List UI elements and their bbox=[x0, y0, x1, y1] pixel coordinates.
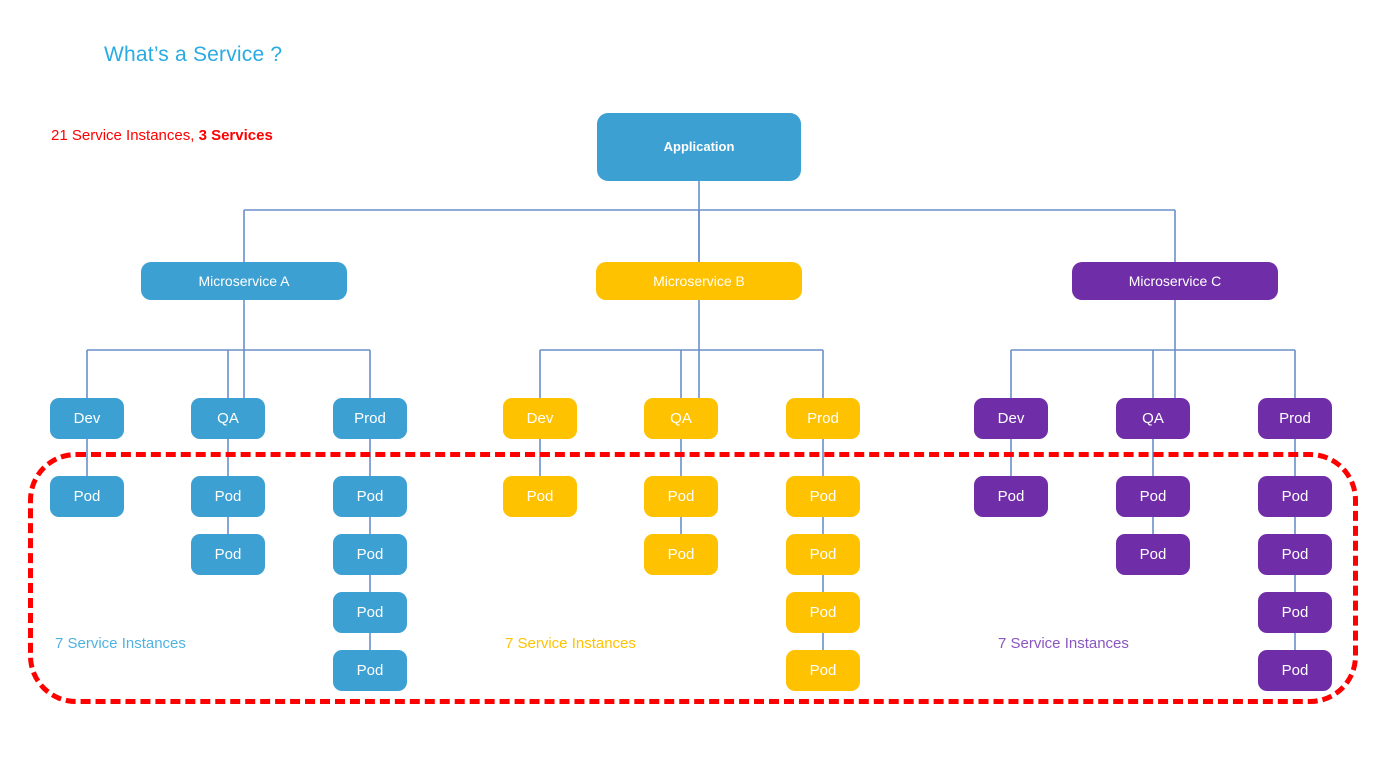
env-node-a-qa-label: QA bbox=[217, 409, 239, 427]
microservice-node-a[interactable]: Microservice A bbox=[141, 262, 347, 300]
pod-node-c-prod-3[interactable]: Pod bbox=[1258, 592, 1332, 633]
pod-node-b-prod-1-label: Pod bbox=[809, 487, 837, 505]
pod-node-c-qa-2[interactable]: Pod bbox=[1116, 534, 1190, 575]
page-title: What’s a Service ? bbox=[104, 43, 283, 66]
pod-node-c-prod-1-label: Pod bbox=[1281, 487, 1309, 505]
env-node-c-dev[interactable]: Dev bbox=[974, 398, 1048, 439]
pod-node-c-dev-1-label: Pod bbox=[997, 487, 1025, 505]
pod-node-b-prod-2-label: Pod bbox=[809, 545, 837, 563]
service-boundary-outline bbox=[28, 452, 1358, 704]
pod-node-a-qa-2[interactable]: Pod bbox=[191, 534, 265, 575]
pod-node-a-dev-1-label: Pod bbox=[73, 487, 101, 505]
pod-node-b-qa-2-label: Pod bbox=[667, 545, 695, 563]
pod-node-a-qa-1-label: Pod bbox=[214, 487, 242, 505]
env-node-b-dev[interactable]: Dev bbox=[503, 398, 577, 439]
pod-node-a-prod-1[interactable]: Pod bbox=[333, 476, 407, 517]
env-node-b-dev-label: Dev bbox=[526, 409, 554, 427]
summary-prefix: 21 Service Instances, bbox=[51, 127, 199, 144]
pod-node-a-prod-2[interactable]: Pod bbox=[333, 534, 407, 575]
microservice-node-b[interactable]: Microservice B bbox=[596, 262, 802, 300]
pod-node-a-qa-2-label: Pod bbox=[214, 545, 242, 563]
env-node-c-prod[interactable]: Prod bbox=[1258, 398, 1332, 439]
pod-node-c-prod-4-label: Pod bbox=[1281, 661, 1309, 679]
pod-node-b-qa-1[interactable]: Pod bbox=[644, 476, 718, 517]
pod-node-b-prod-4[interactable]: Pod bbox=[786, 650, 860, 691]
pod-node-b-qa-1-label: Pod bbox=[667, 487, 695, 505]
env-node-c-qa-label: QA bbox=[1142, 409, 1164, 427]
env-node-a-prod[interactable]: Prod bbox=[333, 398, 407, 439]
pod-node-a-qa-1[interactable]: Pod bbox=[191, 476, 265, 517]
env-node-c-dev-label: Dev bbox=[997, 409, 1025, 427]
pod-node-a-prod-3-label: Pod bbox=[356, 603, 384, 621]
pod-node-b-dev-1-label: Pod bbox=[526, 487, 554, 505]
microservice-node-b-label: Microservice B bbox=[653, 272, 745, 289]
pod-node-a-prod-2-label: Pod bbox=[356, 545, 384, 563]
pod-node-a-prod-1-label: Pod bbox=[356, 487, 384, 505]
application-node[interactable]: Application bbox=[597, 113, 801, 181]
instances-label-a: 7 Service Instances bbox=[55, 635, 186, 652]
pod-node-b-prod-4-label: Pod bbox=[809, 661, 837, 679]
pod-node-b-prod-3-label: Pod bbox=[809, 603, 837, 621]
pod-node-b-prod-3[interactable]: Pod bbox=[786, 592, 860, 633]
pod-node-b-prod-1[interactable]: Pod bbox=[786, 476, 860, 517]
pod-node-a-prod-3[interactable]: Pod bbox=[333, 592, 407, 633]
pod-node-c-qa-1-label: Pod bbox=[1139, 487, 1167, 505]
pod-node-c-qa-2-label: Pod bbox=[1139, 545, 1167, 563]
env-node-b-qa-label: QA bbox=[670, 409, 692, 427]
env-node-a-prod-label: Prod bbox=[354, 409, 386, 427]
env-node-b-prod-label: Prod bbox=[807, 409, 839, 427]
application-node-label: Application bbox=[663, 139, 735, 155]
microservice-node-c[interactable]: Microservice C bbox=[1072, 262, 1278, 300]
env-node-a-dev-label: Dev bbox=[73, 409, 101, 427]
microservice-node-a-label: Microservice A bbox=[198, 272, 290, 289]
pod-node-c-dev-1[interactable]: Pod bbox=[974, 476, 1048, 517]
summary-emphasis: 3 Services bbox=[198, 127, 273, 144]
env-node-b-qa[interactable]: QA bbox=[644, 398, 718, 439]
pod-node-c-qa-1[interactable]: Pod bbox=[1116, 476, 1190, 517]
env-node-a-dev[interactable]: Dev bbox=[50, 398, 124, 439]
pod-node-a-prod-4[interactable]: Pod bbox=[333, 650, 407, 691]
pod-node-b-prod-2[interactable]: Pod bbox=[786, 534, 860, 575]
pod-node-c-prod-2[interactable]: Pod bbox=[1258, 534, 1332, 575]
pod-node-b-dev-1[interactable]: Pod bbox=[503, 476, 577, 517]
summary-label: 21 Service Instances, 3 Services bbox=[51, 127, 273, 144]
pod-node-b-qa-2[interactable]: Pod bbox=[644, 534, 718, 575]
instances-label-c: 7 Service Instances bbox=[998, 635, 1129, 652]
env-node-a-qa[interactable]: QA bbox=[191, 398, 265, 439]
pod-node-c-prod-2-label: Pod bbox=[1281, 545, 1309, 563]
instances-label-b: 7 Service Instances bbox=[505, 635, 636, 652]
microservice-node-c-label: Microservice C bbox=[1128, 272, 1222, 289]
pod-node-c-prod-3-label: Pod bbox=[1281, 603, 1309, 621]
env-node-c-qa[interactable]: QA bbox=[1116, 398, 1190, 439]
env-node-c-prod-label: Prod bbox=[1279, 409, 1311, 427]
pod-node-a-prod-4-label: Pod bbox=[356, 661, 384, 679]
env-node-b-prod[interactable]: Prod bbox=[786, 398, 860, 439]
